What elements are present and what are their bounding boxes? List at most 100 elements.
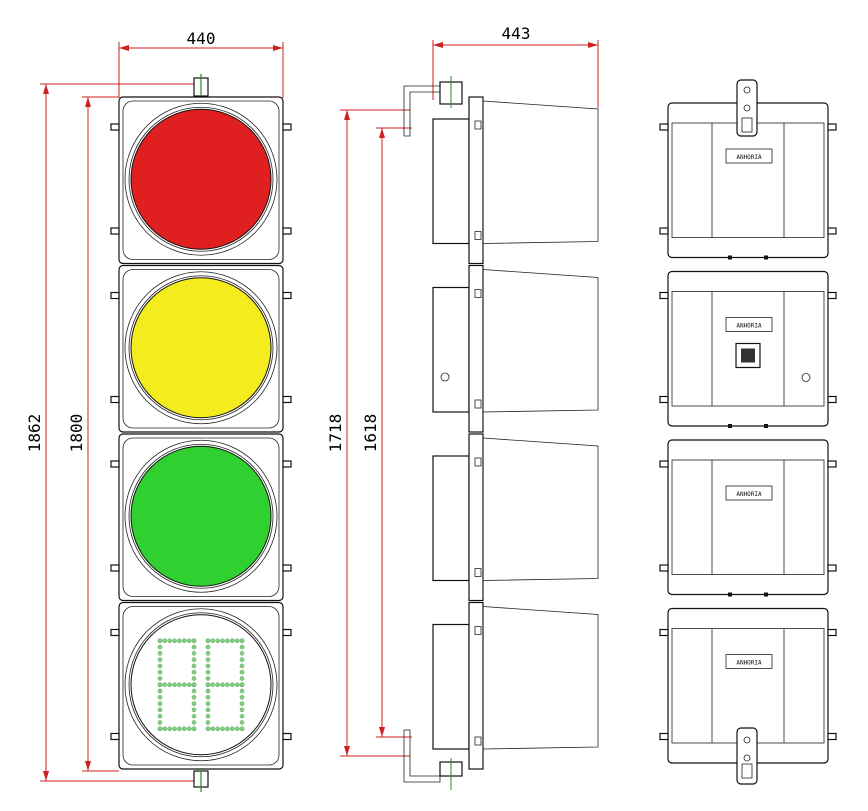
- led-dot: [205, 688, 211, 694]
- side-housing-2: [432, 264, 599, 433]
- housing-body-side: [432, 286, 470, 413]
- mount-lug: [659, 395, 669, 404]
- led-dot: [239, 638, 245, 644]
- front-housings: [110, 96, 292, 770]
- top-mount-stud: [193, 74, 209, 97]
- led-dot: [234, 726, 240, 732]
- red-lamp: [130, 108, 272, 250]
- housing-inner-frame: [122, 437, 280, 597]
- back-housing-4: ANHORIA: [659, 607, 837, 764]
- visor-side: [482, 269, 599, 413]
- hinge: [474, 231, 482, 240]
- mount-lug: [659, 732, 669, 741]
- led-dot: [215, 638, 221, 644]
- visor-side: [482, 606, 599, 750]
- mount-lug: [659, 123, 669, 131]
- led-dot: [234, 682, 240, 688]
- led-dot: [215, 682, 221, 688]
- mount-lug: [659, 460, 669, 468]
- housing-body-side: [432, 455, 470, 582]
- front-housing-2: [110, 264, 292, 433]
- hinge: [474, 457, 482, 467]
- side-outer-height-label: 1718: [326, 414, 345, 453]
- led-dot: [157, 638, 163, 644]
- led-dot: [191, 657, 197, 662]
- width-dimension-front: 440: [118, 29, 284, 98]
- led-dot: [157, 701, 163, 706]
- total-height-dimension: 1862: [25, 83, 200, 782]
- led-dot: [162, 726, 168, 732]
- led-dot: [191, 701, 197, 706]
- led-dot: [191, 713, 197, 719]
- housing-inner-frame: [122, 606, 280, 766]
- rivet: [764, 424, 768, 428]
- mount-lug: [110, 395, 120, 404]
- side-top-bracket: [403, 76, 463, 137]
- lens-rim: [128, 275, 274, 421]
- logo-plate: [725, 485, 773, 501]
- lens-rim: [128, 612, 274, 758]
- visor-ring: [124, 102, 278, 256]
- total-height-label: 1862: [25, 414, 44, 453]
- green-lamp: [130, 445, 272, 587]
- led-dot: [229, 638, 235, 644]
- mount-lug: [282, 395, 292, 404]
- led-dot: [239, 695, 245, 700]
- led-dot: [157, 726, 163, 732]
- led-dot: [167, 638, 173, 644]
- led-dot: [191, 707, 197, 713]
- led-dot: [239, 707, 245, 713]
- hinge: [474, 289, 482, 298]
- side-depth-label: 443: [502, 24, 531, 43]
- led-dot: [157, 695, 163, 700]
- led-dot: [239, 713, 245, 719]
- logo-plate: [725, 654, 773, 669]
- back-top-bracket: [736, 79, 758, 137]
- mount-lug: [827, 123, 837, 131]
- led-dot: [191, 644, 197, 650]
- led-dot: [239, 663, 245, 669]
- visor-ring: [124, 271, 278, 425]
- led-dot: [205, 695, 211, 700]
- front-housing-1: [110, 96, 292, 265]
- rivet: [764, 255, 768, 260]
- led-dot: [191, 695, 197, 700]
- mount-lug: [282, 227, 292, 235]
- back-panel: [671, 459, 825, 575]
- led-dot: [205, 663, 211, 669]
- led-dot: [205, 676, 211, 681]
- led-dot: [239, 676, 245, 681]
- mount-lug: [659, 227, 669, 235]
- led-dot: [205, 644, 211, 650]
- led-dot: [181, 682, 187, 688]
- led-dot: [239, 682, 245, 688]
- body-height-dimension: 1800: [67, 96, 119, 772]
- lens-rim: [128, 443, 274, 589]
- front-width-label: 440: [187, 29, 216, 48]
- side-housing-3: [432, 433, 599, 602]
- yellow-lamp: [130, 277, 272, 419]
- mount-lug: [110, 460, 120, 468]
- led-dot: [157, 657, 163, 662]
- led-dot: [239, 701, 245, 706]
- logo-text: ANHORIA: [736, 491, 762, 498]
- led-dot: [177, 682, 182, 688]
- mount-lug: [827, 395, 837, 404]
- led-dot: [215, 726, 221, 732]
- led-dot: [210, 682, 216, 688]
- housing-inner-frame: [122, 269, 280, 429]
- led-dot: [191, 720, 197, 725]
- led-dot: [172, 726, 177, 732]
- led-dot: [210, 638, 216, 644]
- mount-lug: [110, 123, 120, 131]
- hinge: [474, 120, 482, 130]
- mount-lug: [110, 628, 120, 637]
- rivet: [728, 255, 732, 260]
- visor-ring: [124, 439, 278, 593]
- led-dot: [162, 638, 168, 644]
- led-dot: [205, 707, 211, 713]
- led-dot: [186, 682, 192, 688]
- led-dot: [157, 651, 163, 656]
